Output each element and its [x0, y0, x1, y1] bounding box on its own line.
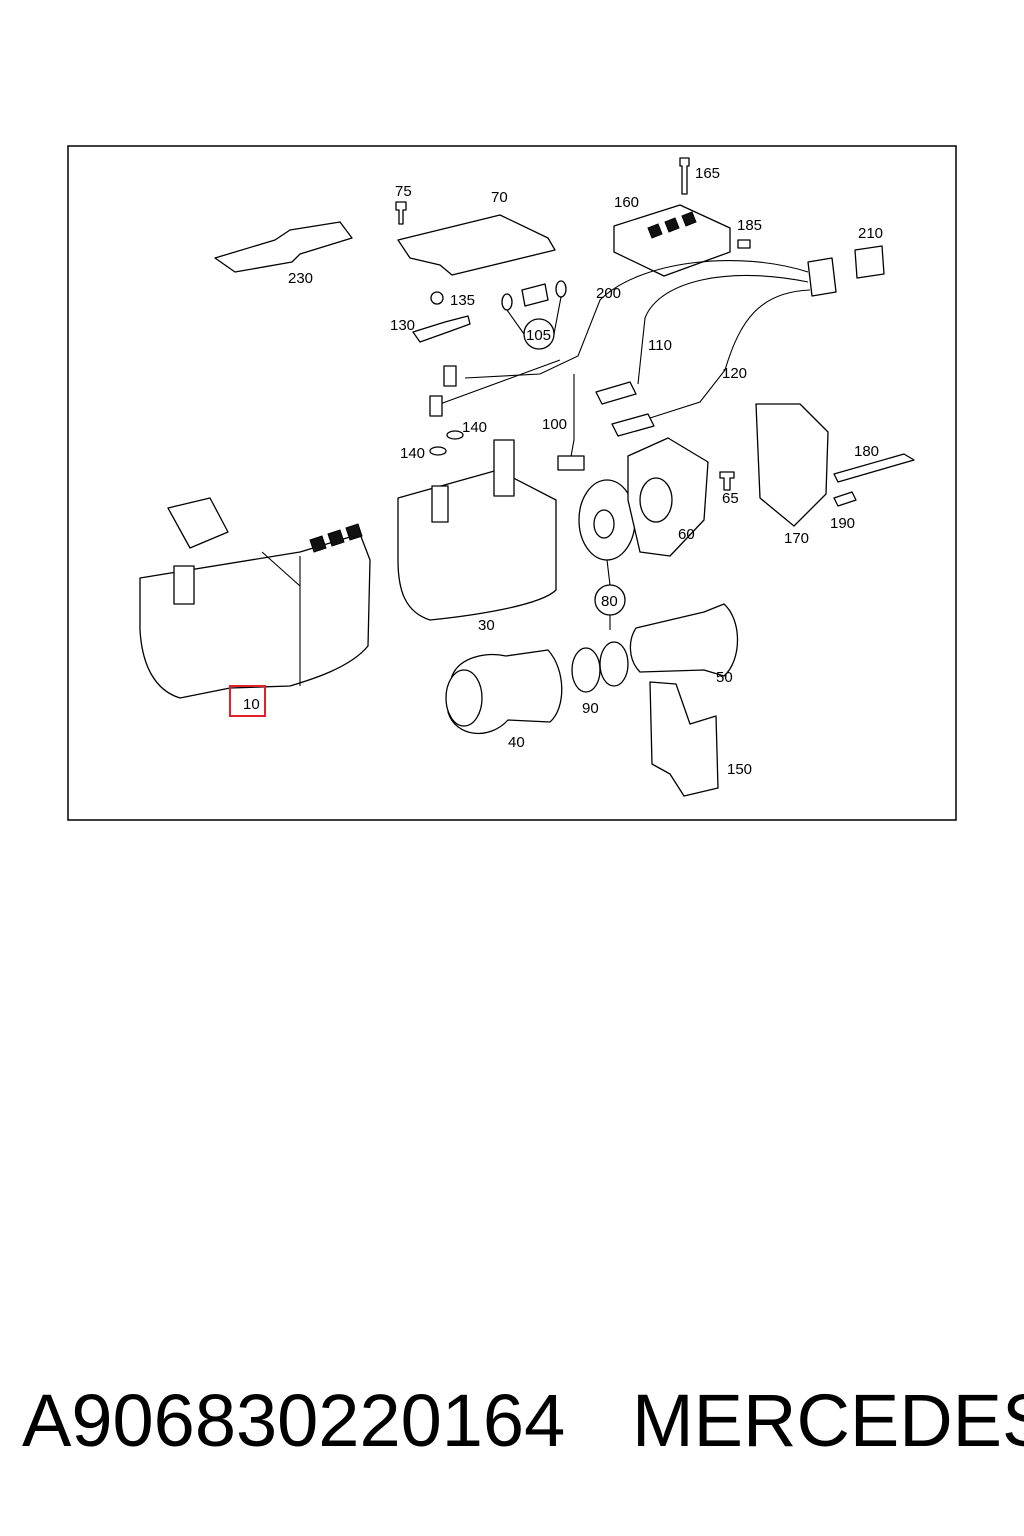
part-140-washer-b: [429, 446, 447, 456]
callout-180[interactable]: 180: [854, 443, 879, 460]
callout-120[interactable]: 120: [722, 365, 747, 382]
part-185-screw: [737, 239, 751, 249]
part-200-harness: [464, 260, 809, 379]
highlight-box-part-10: [229, 685, 266, 717]
callout-100[interactable]: 100: [542, 416, 567, 433]
callout-60[interactable]: 60: [678, 526, 695, 543]
callout-140-a[interactable]: 140: [462, 419, 487, 436]
part-90-oring-a: [571, 647, 601, 693]
part-100-tube: [569, 374, 575, 463]
footer-brand: MERCEDES: [632, 1379, 1024, 1462]
part-105-ring-right: [555, 280, 567, 298]
part-130-clip: [412, 315, 471, 343]
callout-190[interactable]: 190: [830, 515, 855, 532]
callout-230[interactable]: 230: [288, 270, 313, 287]
part-150-shield: [649, 681, 719, 797]
footer-part-number: A906830220164: [22, 1379, 565, 1462]
part-105-cylinder: [521, 283, 549, 307]
part-230-gasket: [214, 221, 353, 273]
callout-150[interactable]: 150: [727, 761, 752, 778]
part-90-oring-b: [599, 641, 629, 687]
callout-140-b[interactable]: 140: [400, 445, 425, 462]
part-165-screw: [679, 157, 690, 195]
callout-80[interactable]: 80: [601, 593, 618, 610]
callout-135[interactable]: 135: [450, 292, 475, 309]
callout-200[interactable]: 200: [596, 285, 621, 302]
part-10-heater-assembly: [139, 533, 371, 699]
part-120-harness: [649, 289, 811, 419]
part-210-connector: [854, 245, 885, 279]
callout-65[interactable]: 65: [722, 490, 739, 507]
callout-10[interactable]: 10: [243, 696, 260, 713]
part-50-burner: [629, 603, 739, 677]
part-30-housing: [397, 469, 557, 621]
part-160-control-unit: [613, 204, 731, 277]
callout-30[interactable]: 30: [478, 617, 495, 634]
part-70-plate: [397, 214, 556, 276]
part-140-washer-a: [446, 430, 464, 440]
callout-75[interactable]: 75: [395, 183, 412, 200]
part-110-harness: [637, 274, 809, 385]
part-180-bolt: [833, 453, 915, 483]
callout-50[interactable]: 50: [716, 669, 733, 686]
callout-170[interactable]: 170: [784, 530, 809, 547]
callout-185[interactable]: 185: [737, 217, 762, 234]
diagram-frame: [67, 145, 957, 821]
callout-40[interactable]: 40: [508, 734, 525, 751]
part-75-screw: [395, 201, 407, 225]
callout-130[interactable]: 130: [390, 317, 415, 334]
callout-160[interactable]: 160: [614, 194, 639, 211]
callout-70[interactable]: 70: [491, 189, 508, 206]
part-190-screw: [833, 491, 857, 507]
part-65-screw: [719, 471, 735, 491]
callout-105[interactable]: 105: [526, 327, 551, 344]
part-170-cover: [755, 403, 829, 527]
part-135-screw: [430, 291, 444, 305]
part-105-ring-left: [501, 293, 513, 311]
callout-90[interactable]: 90: [582, 700, 599, 717]
callout-210[interactable]: 210: [858, 225, 883, 242]
callout-110[interactable]: 110: [648, 337, 672, 354]
callout-165[interactable]: 165: [695, 165, 720, 182]
